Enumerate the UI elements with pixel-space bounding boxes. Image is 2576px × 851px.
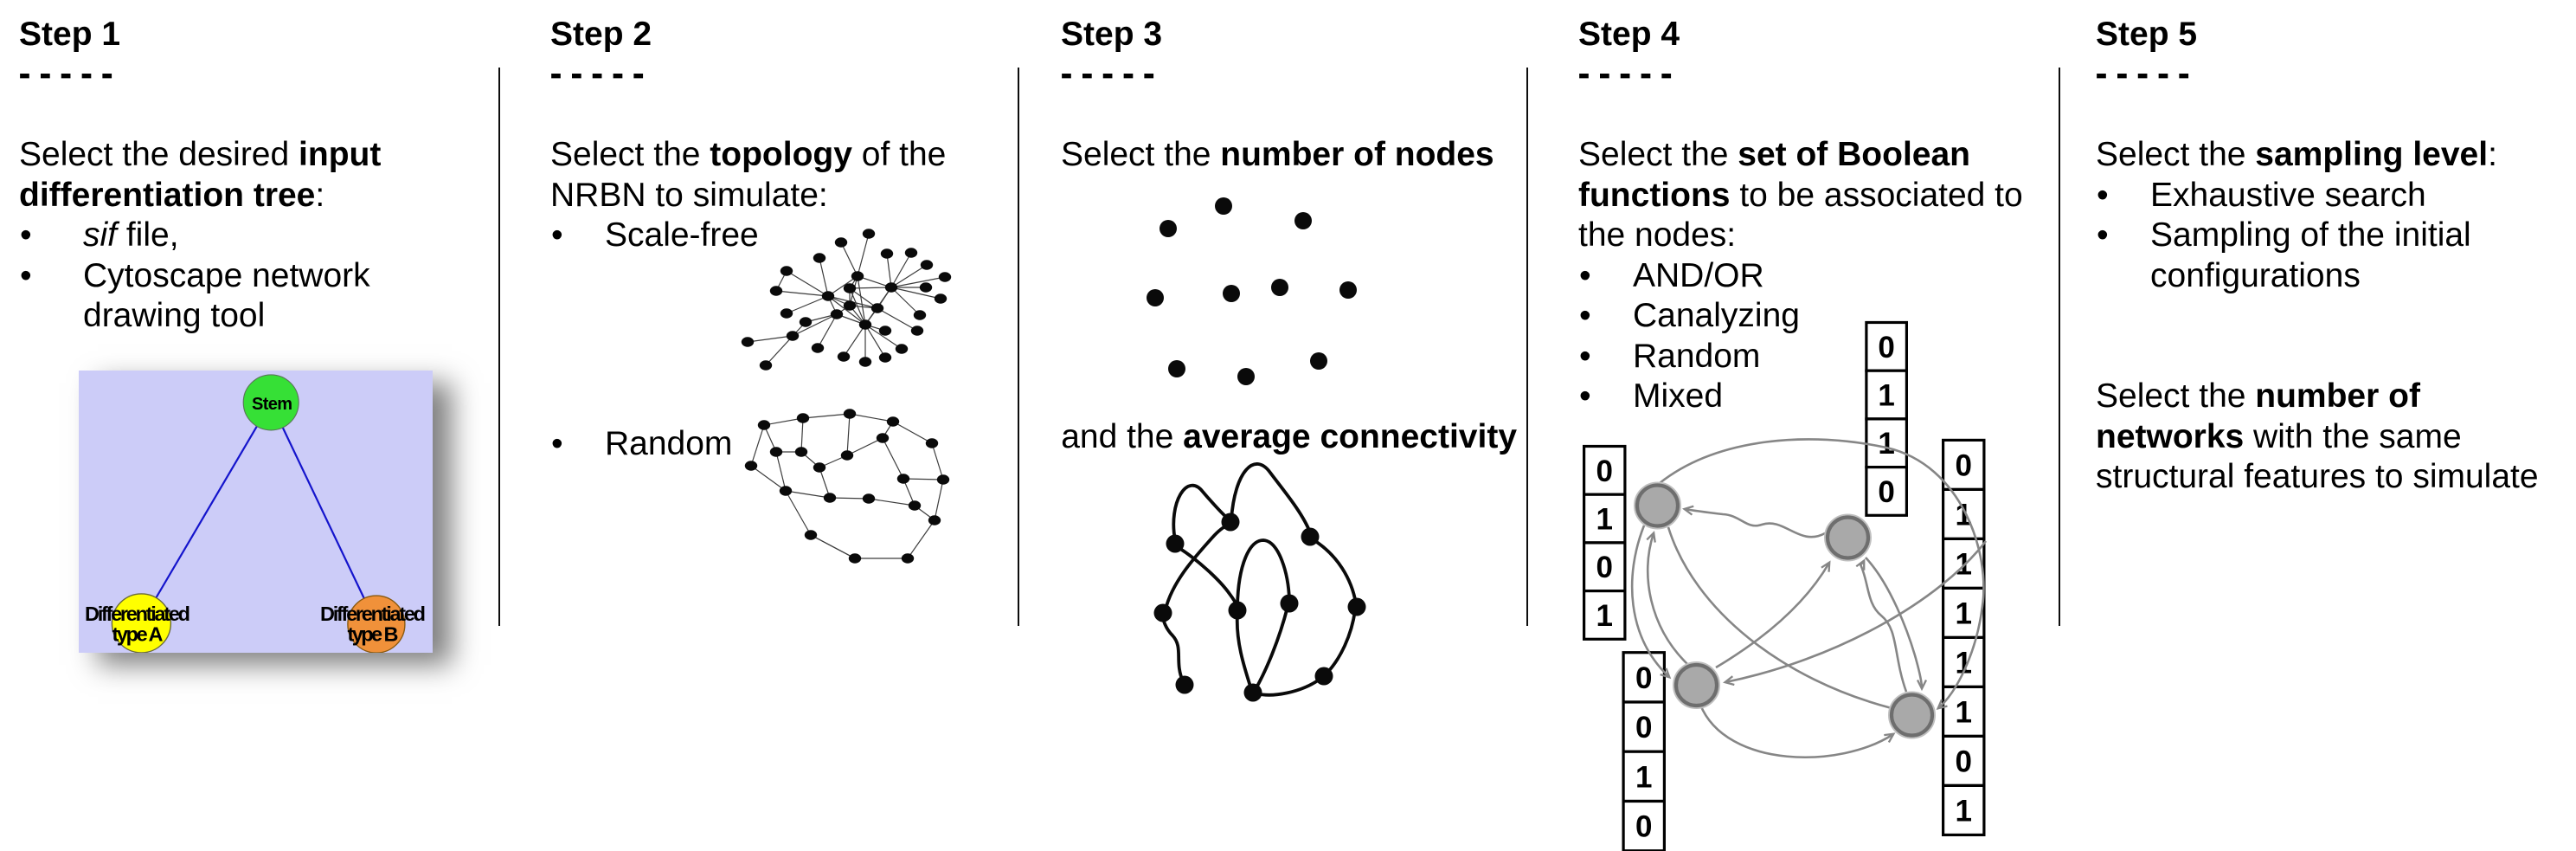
svg-text:Stem: Stem: [252, 395, 292, 414]
svg-text:Differentiated: Differentiated: [85, 603, 190, 625]
svg-text:0: 0: [1956, 448, 1972, 482]
svg-text:1: 1: [1956, 794, 1972, 828]
svg-text:0: 0: [1878, 475, 1894, 509]
svg-text:0: 0: [1956, 745, 1972, 778]
svg-text:1: 1: [1635, 760, 1652, 794]
svg-text:0: 0: [1635, 661, 1652, 695]
svg-text:1: 1: [1956, 498, 1972, 532]
svg-text:type B: type B: [348, 622, 399, 645]
svg-text:1: 1: [1956, 596, 1972, 630]
svg-text:1: 1: [1956, 646, 1972, 680]
svg-text:1: 1: [1956, 695, 1972, 729]
svg-text:0: 0: [1878, 331, 1894, 364]
svg-text:0: 0: [1635, 810, 1652, 844]
svg-text:0: 0: [1596, 455, 1613, 488]
svg-text:0: 0: [1596, 551, 1613, 584]
svg-text:1: 1: [1596, 599, 1613, 633]
svg-text:1: 1: [1878, 427, 1894, 461]
svg-text:1: 1: [1878, 379, 1894, 413]
svg-text:1: 1: [1596, 503, 1613, 537]
svg-text:1: 1: [1956, 547, 1972, 581]
svg-text:Differentiated: Differentiated: [320, 603, 426, 625]
svg-text:type A: type A: [112, 622, 164, 645]
svg-text:0: 0: [1635, 711, 1652, 745]
